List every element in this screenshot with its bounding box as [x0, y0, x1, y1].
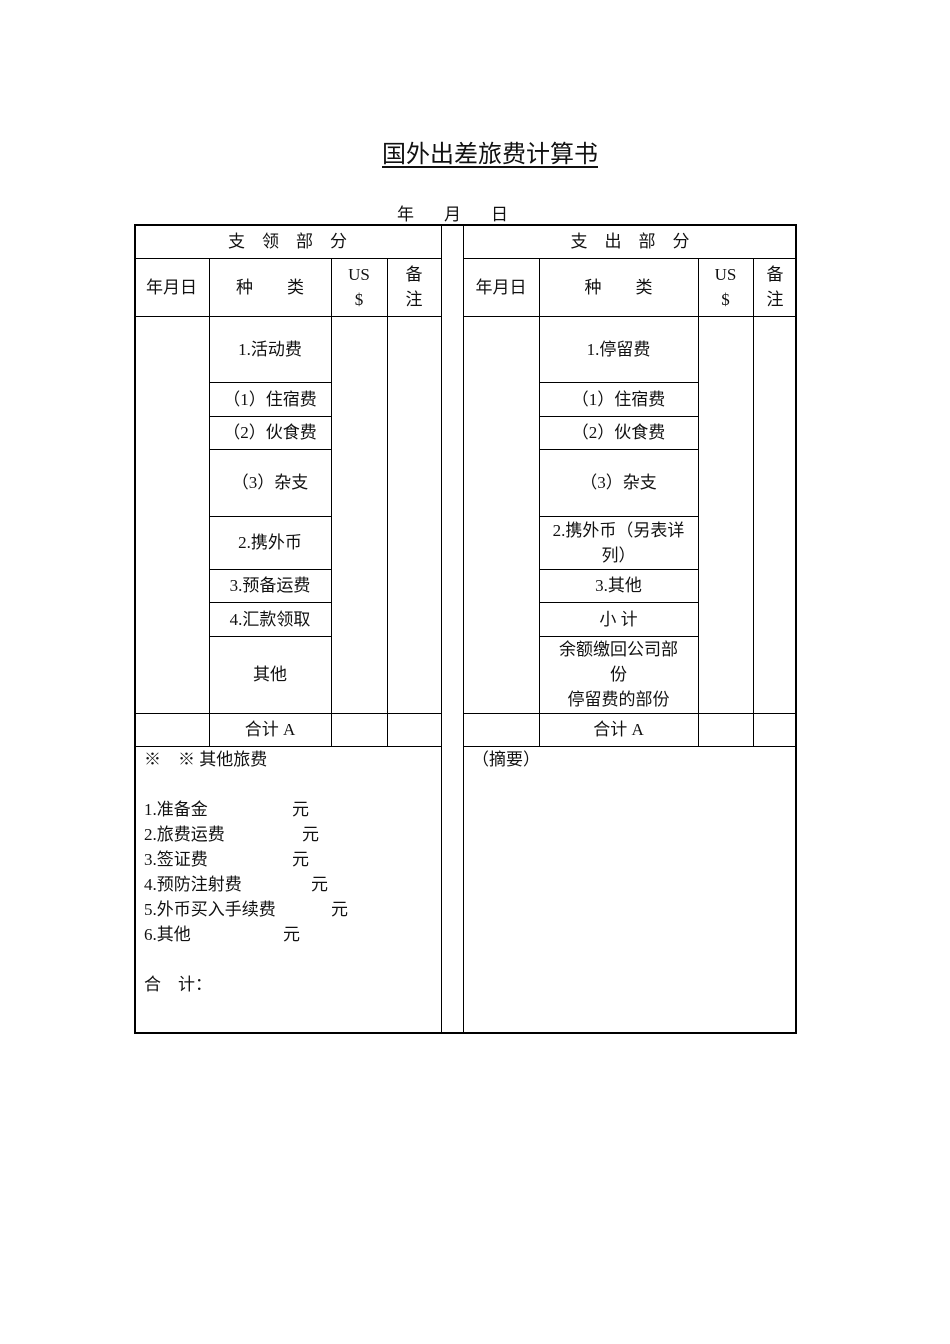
left-item-activity-fee: 1.活动费 — [238, 339, 302, 359]
left-other-travel-notes: ※ ※ 其他旅费 1.准备金元 2.旅费运费元 3.签证费元 4.预防注射费元 … — [144, 747, 348, 997]
note-unit: 元 — [331, 900, 348, 919]
note-label: 5.外币买入手续费 — [144, 900, 276, 919]
left-col-remarks-line2: 注 — [405, 290, 423, 309]
note-unit: 元 — [302, 825, 319, 844]
rule — [698, 258, 699, 746]
note-unit: 元 — [292, 800, 309, 819]
note-unit: 元 — [292, 850, 309, 869]
rule — [209, 569, 331, 570]
divider-right — [463, 224, 464, 1034]
rule — [539, 516, 698, 517]
right-col-usd-line1: US — [714, 265, 737, 284]
note-line-1: 1.准备金 元 — [144, 797, 309, 822]
rule — [463, 746, 797, 747]
right-col-remarks-line1: 备 — [766, 265, 784, 284]
rule — [209, 516, 331, 517]
right-item-misc: （3）杂支 — [580, 473, 657, 492]
left-col-category: 种 类 — [236, 277, 304, 297]
rule — [209, 636, 331, 637]
rule — [134, 316, 441, 317]
right-item-foreign-currency: 2.携外币（另表详 列） — [539, 516, 698, 569]
left-col-remarks: 备 注 — [387, 258, 441, 316]
rule — [134, 258, 441, 259]
rule — [209, 449, 331, 450]
right-col-remarks-line2: 注 — [766, 290, 784, 309]
right-item-other: 3.其他 — [595, 576, 642, 595]
note-label: 3.签证费 — [144, 850, 208, 869]
date-day: 日 — [491, 205, 508, 224]
left-item-foreign-currency: 2.携外币 — [238, 533, 302, 552]
note-label: 4.预防注射费 — [144, 875, 242, 894]
date-year: 年 — [397, 205, 414, 224]
right-item-foreign-currency-line1: 2.携外币（另表详 — [552, 520, 685, 540]
left-item-lodging: （1）住宿费 — [223, 389, 317, 409]
right-item-meals: （2）伙食费 — [571, 423, 666, 442]
rule — [463, 713, 797, 714]
right-item-balance-line1: 余额缴回公司部 — [559, 640, 678, 659]
rule — [463, 258, 797, 259]
right-col-date: 年月日 — [475, 277, 527, 297]
left-col-usd: US $ — [331, 258, 387, 316]
right-item-balance-line2: 份 — [610, 665, 627, 684]
left-col-date: 年月日 — [146, 277, 197, 297]
rule — [539, 602, 698, 603]
right-summary-label: （摘要） — [472, 750, 540, 769]
rule — [753, 258, 754, 746]
rule — [539, 382, 698, 383]
right-col-usd: US $ — [698, 258, 753, 316]
rule — [539, 258, 540, 746]
rule — [134, 746, 441, 747]
rule — [387, 258, 388, 746]
left-item-other: 其他 — [253, 665, 287, 684]
rule — [209, 382, 331, 383]
rule — [134, 713, 441, 714]
left-col-remarks-line1: 备 — [405, 265, 423, 284]
note-line-3: 3.签证费 元 — [144, 847, 309, 872]
rule — [331, 258, 332, 746]
rule — [209, 602, 331, 603]
note-label: 2.旅费运费 — [144, 825, 225, 844]
right-col-usd-line2: $ — [721, 290, 730, 309]
note-line-6: 6.其他 元 — [144, 922, 300, 947]
left-item-remittance: 4.汇款领取 — [229, 609, 311, 629]
date-month: 月 — [444, 205, 461, 224]
note-label: 1.准备金 — [144, 800, 208, 819]
right-item-foreign-currency-line2: 列） — [601, 545, 636, 565]
rule — [539, 569, 698, 570]
rule — [539, 416, 698, 417]
right-col-remarks: 备 注 — [753, 258, 797, 316]
rule — [209, 416, 331, 417]
note-unit: 元 — [311, 875, 328, 894]
left-col-usd-line2: $ — [354, 290, 364, 309]
right-col-category: 种 类 — [584, 277, 653, 297]
left-item-misc: （3）杂支 — [231, 473, 309, 492]
right-item-subtotal: 小 计 — [599, 609, 638, 629]
right-item-balance-return: 余额缴回公司部 份 停留费的部份 — [539, 636, 698, 713]
rule — [539, 636, 698, 637]
note-line-4: 4.预防注射费 元 — [144, 872, 328, 897]
right-total-a: 合计 A — [593, 720, 644, 739]
expense-table-frame — [134, 224, 797, 1034]
note-line-2: 2.旅费运费 元 — [144, 822, 319, 847]
rule — [539, 449, 698, 450]
left-total-a: 合计 A — [244, 720, 296, 739]
left-col-usd-line1: US — [348, 265, 370, 284]
left-section-header: 支 领 部 分 — [228, 231, 347, 251]
right-section-header: 支 出 部 分 — [570, 231, 690, 251]
notes-total: 合 计： — [144, 975, 212, 994]
note-unit: 元 — [283, 925, 300, 944]
date-line: 年月日 — [397, 200, 508, 225]
right-item-stay-fee: 1.停留费 — [586, 339, 651, 359]
document-title: 国外出差旅费计算书 — [382, 140, 598, 168]
rule — [463, 316, 797, 317]
note-line-5: 5.外币买入手续费 元 — [144, 897, 348, 922]
left-item-meals: （2）伙食费 — [223, 423, 317, 442]
right-item-balance-line3: 停留费的部份 — [567, 690, 670, 709]
note-label: 6.其他 — [144, 925, 191, 944]
other-travel-heading: ※ ※ 其他旅费 — [144, 750, 268, 769]
left-item-reserve-freight: 3.预备运费 — [229, 576, 311, 595]
divider-left — [441, 224, 442, 1034]
right-item-lodging: （1）住宿费 — [571, 389, 666, 409]
rule — [209, 258, 210, 746]
